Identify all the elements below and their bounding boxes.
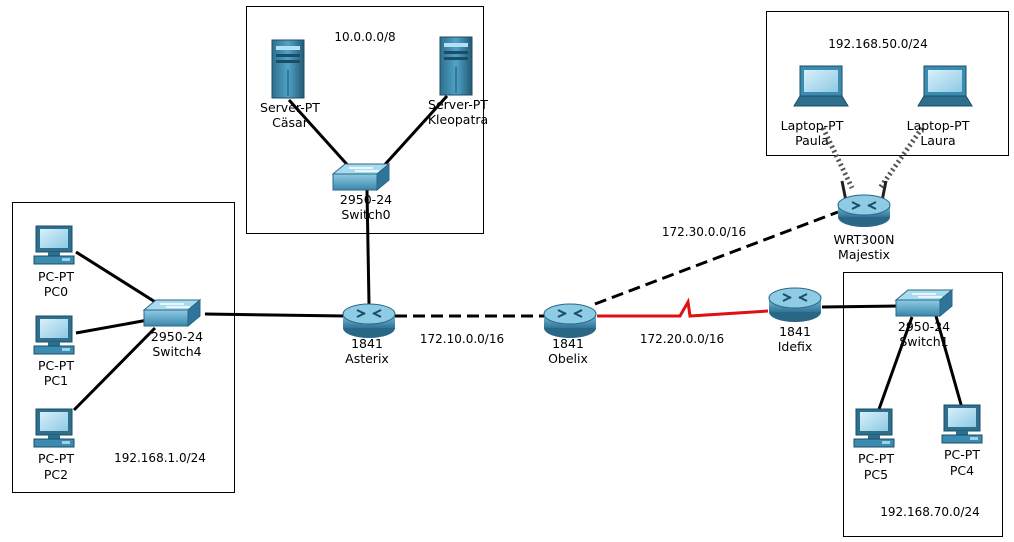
network-label-left-lan: 192.168.1.0/24 [114, 451, 206, 465]
pc1-icon[interactable] [33, 315, 75, 355]
router-asterix-icon[interactable] [342, 303, 396, 338]
label-paula-name: Paula [795, 133, 829, 148]
router-idefix-icon[interactable] [768, 287, 822, 322]
link-switch4-asterix [204, 312, 346, 318]
label-switch1-model: 2950-24 [898, 319, 950, 334]
link-casar-switch0 [287, 98, 354, 172]
link-kleopatra-switch0 [378, 94, 449, 172]
link-idefix-switch1 [821, 304, 899, 309]
label-obelix-name: Obelix [548, 351, 588, 366]
pc5-icon[interactable] [853, 408, 895, 448]
network-label-wireless: 192.168.50.0/24 [828, 37, 927, 51]
label-pc0-model: PC-PT [38, 269, 74, 284]
label-idefix-name: Idefix [778, 339, 813, 354]
label-pc5-name: PC5 [864, 467, 888, 482]
switch4-icon[interactable] [142, 298, 202, 328]
label-pc2-model: PC-PT [38, 451, 74, 466]
link-switch1-pc5 [876, 316, 914, 413]
wireless-laura-majestix [877, 126, 925, 190]
label-casar-model: Server-PT [260, 100, 320, 115]
laptop-laura-icon[interactable] [917, 65, 973, 107]
network-label-right-lan: 192.168.70.0/24 [880, 505, 979, 519]
laptop-paula-icon[interactable] [793, 65, 849, 107]
label-kleopatra-name: Kleopatra [428, 112, 488, 127]
wrt-majestix-icon[interactable] [837, 180, 891, 227]
network-label-servers: 10.0.0.0/8 [334, 30, 395, 44]
label-pc0-name: PC0 [44, 284, 68, 299]
label-pc5-model: PC-PT [858, 451, 894, 466]
wireless-area [766, 11, 1009, 156]
wireless-paula-majestix [820, 126, 855, 190]
network-label-obelix-majestix: 172.30.0.0/16 [662, 225, 746, 239]
label-pc1-model: PC-PT [38, 358, 74, 373]
label-pc2-name: PC2 [44, 467, 68, 482]
network-label-obelix-idefix: 172.20.0.0/16 [640, 332, 724, 346]
label-obelix-model: 1841 [552, 336, 584, 351]
label-asterix-name: Asterix [345, 351, 389, 366]
label-laura-name: Laura [920, 133, 955, 148]
switch1-icon[interactable] [894, 288, 954, 318]
label-laura-model: Laptop-PT [907, 118, 970, 133]
link-pc2-switch4 [72, 326, 157, 412]
servers-area [246, 6, 484, 234]
router-obelix-icon[interactable] [543, 303, 597, 338]
label-pc4-name: PC4 [950, 463, 974, 478]
link-obelix-majestix [594, 210, 839, 306]
label-kleopatra-model: Server-PT [428, 97, 488, 112]
link-obelix-idefix [597, 297, 769, 318]
label-paula-model: Laptop-PT [781, 118, 844, 133]
network-label-asterix-obelix: 172.10.0.0/16 [420, 332, 504, 346]
link-switch1-pc4 [934, 315, 964, 409]
label-pc4-model: PC-PT [944, 447, 980, 462]
right-lan-area [843, 272, 1003, 537]
links [72, 94, 964, 413]
label-pc1-name: PC1 [44, 373, 68, 388]
server-kleopatra-icon[interactable] [439, 36, 473, 96]
label-casar-name: Cäsar [272, 115, 309, 130]
labels: 10.0.0.0/8 192.168.50.0/24 192.168.1.0/2… [38, 30, 980, 519]
label-asterix-model: 1841 [351, 336, 383, 351]
left-lan-area [12, 202, 235, 493]
label-switch0-model: 2950-24 [340, 192, 392, 207]
label-idefix-model: 1841 [779, 324, 811, 339]
label-majestix-name: Majestix [838, 247, 890, 262]
link-switch0-asterix [365, 189, 371, 305]
switch0-icon[interactable] [331, 162, 391, 192]
label-switch4-model: 2950-24 [151, 329, 203, 344]
link-pc1-switch4 [75, 318, 149, 335]
label-switch1-name: Switch1 [899, 334, 948, 349]
pc4-icon[interactable] [941, 404, 983, 444]
pc0-icon[interactable] [33, 225, 75, 265]
server-casar-icon[interactable] [271, 39, 305, 99]
link-pc0-switch4 [75, 250, 161, 307]
label-majestix-model: WRT300N [834, 232, 895, 247]
pc2-icon[interactable] [33, 408, 75, 448]
label-switch4-name: Switch4 [152, 344, 201, 359]
label-switch0-name: Switch0 [341, 207, 390, 222]
